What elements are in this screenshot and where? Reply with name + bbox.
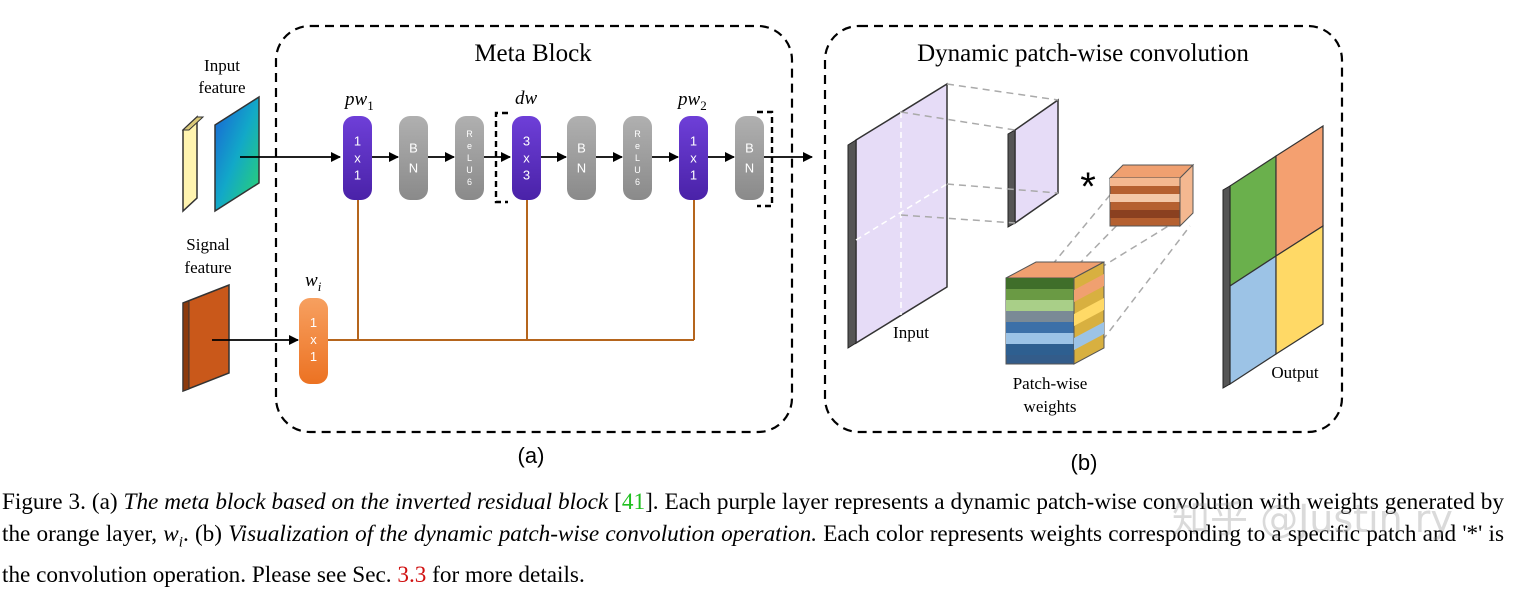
weight-routing-lines (328, 199, 695, 341)
layer-relu2-glyph: L (635, 153, 640, 163)
output-grid (1222, 124, 1324, 389)
dw-label: dw (515, 88, 538, 109)
signal-feature-icon (182, 283, 230, 393)
weights-label-1: Patch-wise (1013, 374, 1088, 393)
layer-pw2-glyph: 1 (690, 167, 697, 182)
layer-relu1-glyph: e (467, 141, 472, 151)
layer-relu2-glyph: U (634, 165, 641, 175)
caption-wi: wi (163, 521, 183, 551)
wi-label: wi (305, 270, 322, 294)
layer-bn2: BN (567, 116, 596, 200)
layer-bn1-glyph: N (409, 160, 418, 175)
layer-pw1-glyph: 1 (354, 167, 361, 182)
layer-pw2-glyph: x (690, 150, 697, 165)
citation-link[interactable]: 41 (621, 489, 646, 515)
convolution-operator: * (1080, 165, 1096, 209)
meta-block-title: Meta Block (474, 40, 592, 67)
layer-pw2: 1 x 1 (679, 116, 708, 200)
input-feature-label-1: Input (204, 56, 240, 75)
layer-bn3: BN (735, 116, 764, 200)
section-ref-link[interactable]: 3.3 (397, 561, 427, 588)
layer-bn2-glyph: N (577, 160, 586, 175)
caption-cite-close: ]. (645, 489, 659, 515)
input-plane (847, 82, 948, 349)
caption-text-2: . (b) (182, 521, 229, 547)
signal-feature-label-2: feature (184, 258, 231, 277)
wi-layer-glyph: 1 (310, 315, 317, 330)
caption-italic-a: The meta block based on the inverted res… (123, 489, 609, 515)
layer-relu1-glyph: U (466, 165, 473, 175)
dynamic-conv-frame (823, 24, 1344, 434)
figure-diagram: Meta Block Input feature Signal feature … (181, 24, 1344, 475)
pw2-label: pw2 (676, 89, 707, 113)
output-label: Output (1271, 363, 1319, 382)
dw-bracket (494, 111, 508, 204)
pw1-label: pw1 (343, 89, 374, 113)
layer-relu2-glyph: e (635, 141, 640, 151)
kernel-cube (1108, 163, 1195, 228)
layer-bn2-glyph: B (577, 140, 586, 155)
patch-weights-cube (1005, 261, 1105, 365)
wi-layer: 1 x 1 (299, 298, 328, 384)
input-plane-label: Input (893, 323, 929, 342)
caption-text-3: Each color represents weights correspond… (2, 521, 1505, 588)
layer-relu1-glyph: 6 (467, 177, 472, 187)
signal-feature-label-1: Signal (186, 235, 230, 254)
layer-relu2-glyph: R (634, 129, 641, 139)
layer-pw1-glyph: x (354, 150, 361, 165)
layer-relu1-glyph: L (467, 153, 472, 163)
caption-text-4: for more details. (426, 561, 585, 588)
layer-pw2-glyph: 1 (690, 133, 697, 148)
layer-pw1: 1 x 1 (343, 116, 372, 200)
layer-dw-glyph: 3 (523, 167, 530, 182)
panel-a-label: (a) (518, 443, 545, 468)
layer-bn1: BN (399, 116, 428, 200)
layer-dw-glyph: 3 (523, 133, 530, 148)
layer-bn3-glyph: B (745, 140, 754, 155)
weights-label-2: weights (1024, 397, 1077, 416)
dynamic-conv-title: Dynamic patch-wise convolution (917, 40, 1249, 67)
caption-cite-open: [ (608, 489, 622, 515)
panel-b-label: (b) (1071, 450, 1098, 475)
layer-bn3-glyph: N (745, 160, 754, 175)
input-feature-icon (181, 95, 260, 213)
layer-relu1-glyph: R (466, 129, 473, 139)
layer-bn1-glyph: B (409, 140, 418, 155)
caption-text-1: Each purple layer represents a dynamic p… (2, 489, 1504, 547)
figure-caption: Figure 3. (a) The meta block based on th… (2, 486, 1504, 591)
meta-block-frame (274, 24, 794, 434)
layer-pw1-glyph: 1 (354, 133, 361, 148)
patch-plane (1007, 98, 1059, 228)
wi-layer-glyph: 1 (310, 349, 317, 364)
layer-dw: 3 x 3 (512, 116, 541, 200)
input-feature-label-2: feature (198, 78, 245, 97)
caption-prefix: Figure 3. (a) (2, 489, 124, 515)
wi-layer-glyph: x (310, 332, 317, 347)
layer-relu2-glyph: 6 (635, 177, 640, 187)
bn-bracket (757, 110, 774, 208)
layer-dw-glyph: x (523, 150, 530, 165)
caption-italic-b: Visualization of the dynamic patch-wise … (228, 521, 818, 547)
